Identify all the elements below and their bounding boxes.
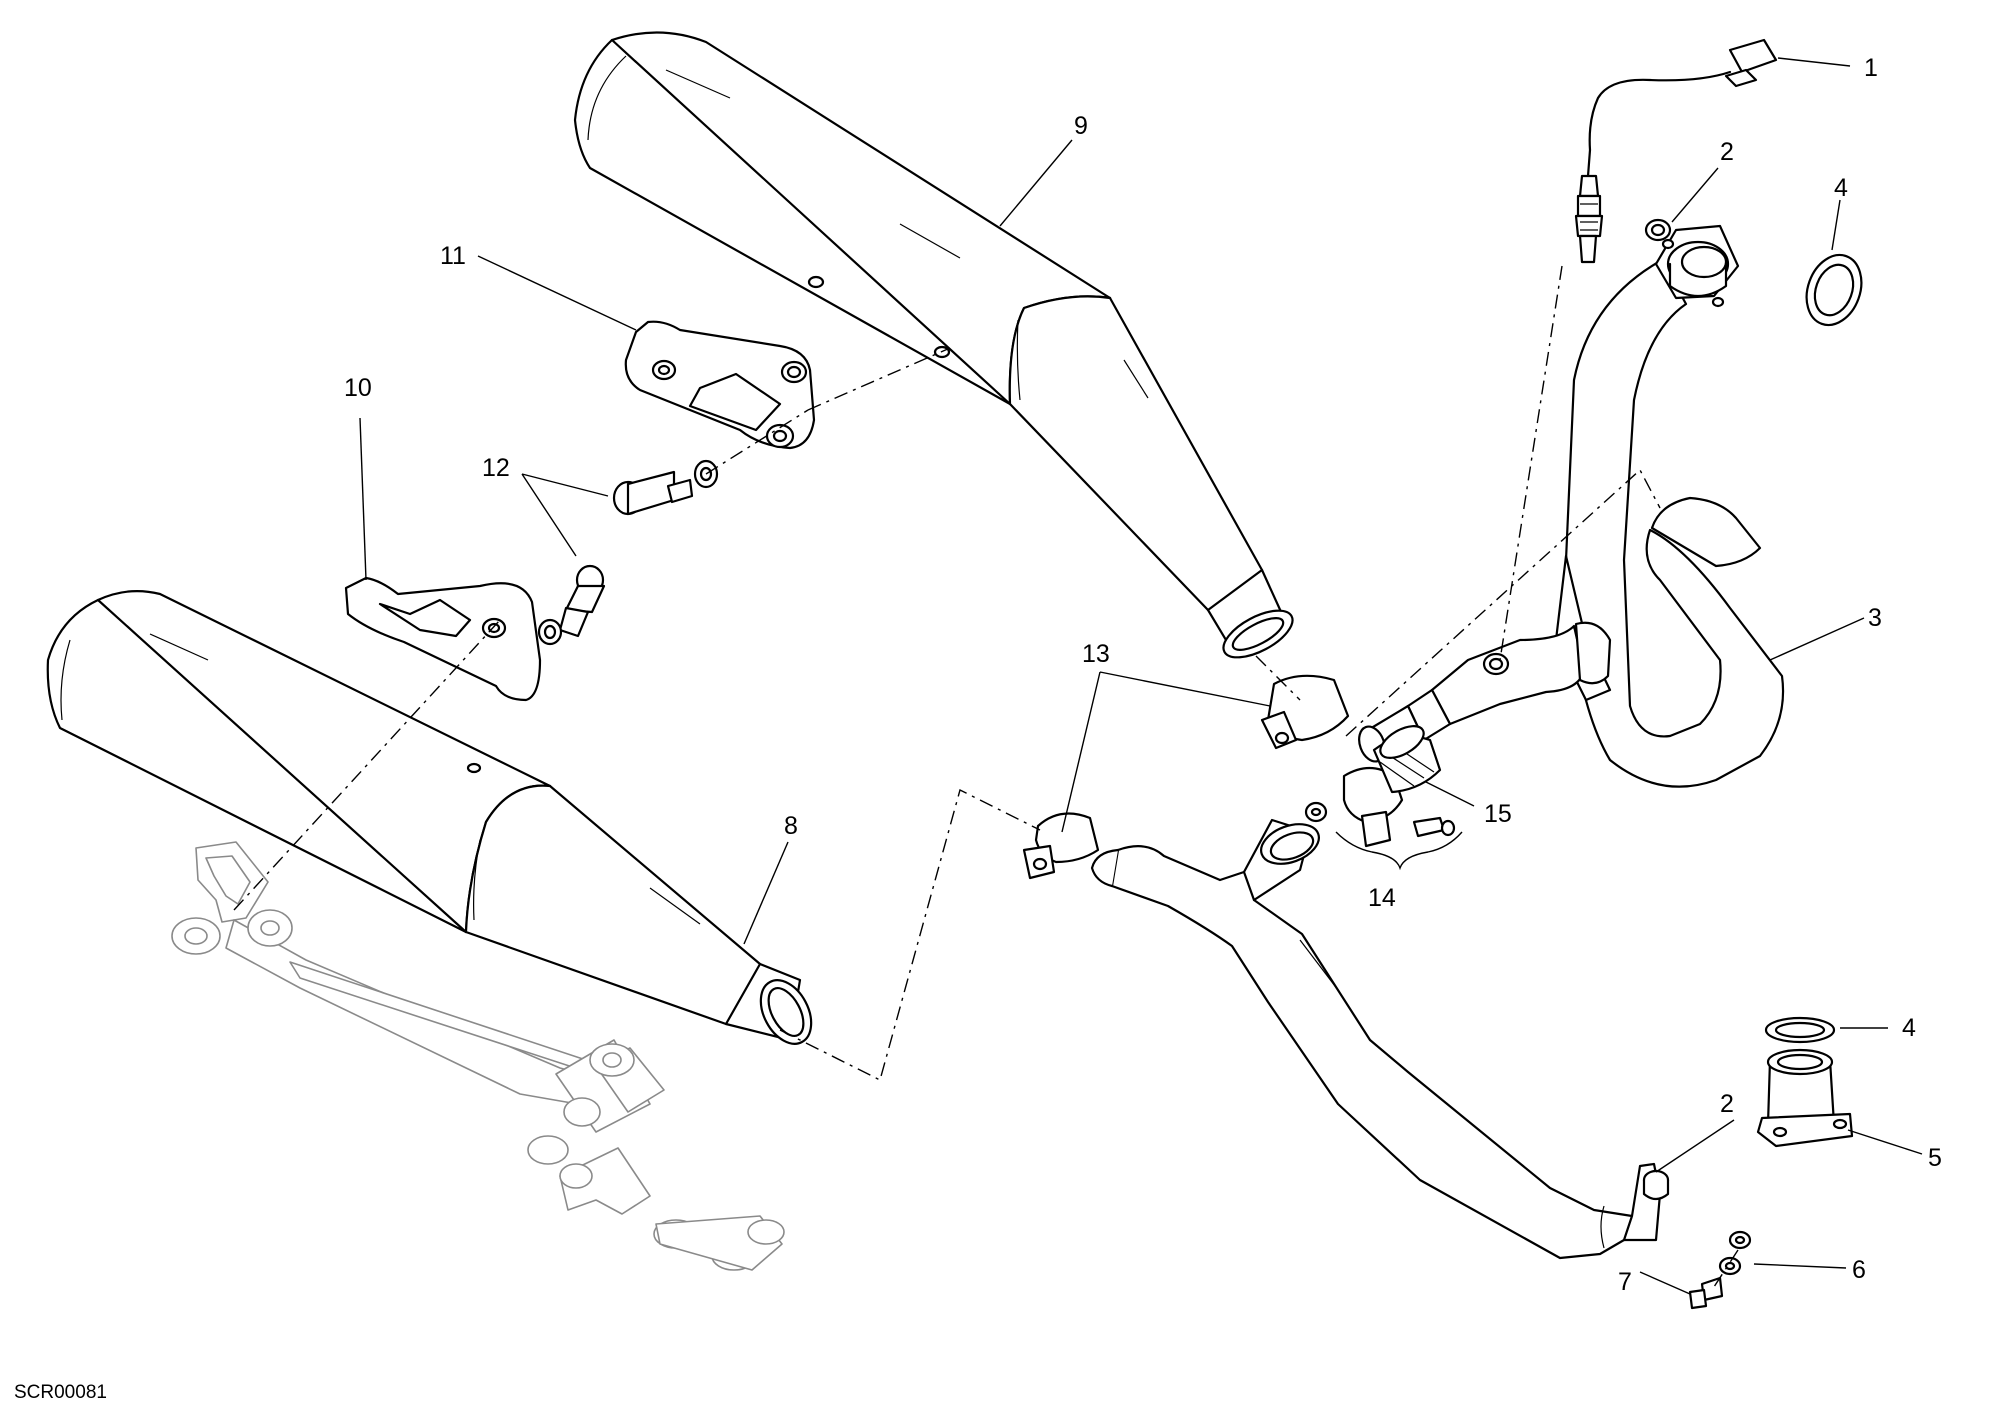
callout-2-upper: 2 <box>1720 138 1734 166</box>
drawing-code: SCR00081 <box>14 1382 107 1403</box>
exhaust-flange <box>1756 1048 1854 1148</box>
callout-3: 3 <box>1868 604 1882 632</box>
flange-nut-lower <box>1642 1169 1670 1201</box>
callout-7: 7 <box>1618 1268 1632 1296</box>
muffler-bracket-upper <box>624 320 816 450</box>
muffler-bracket-lower <box>344 576 542 702</box>
callout-4-lower: 4 <box>1902 1014 1916 1042</box>
washer <box>1718 1230 1752 1276</box>
callout-1: 1 <box>1864 54 1878 82</box>
exhaust-clamps <box>1022 674 1350 880</box>
gasket-lower <box>1764 1016 1836 1044</box>
gasket-upper <box>1805 253 1863 327</box>
oxygen-sensor <box>1574 38 1778 264</box>
header-pipe-upper <box>1358 224 1785 788</box>
callout-labels: 1 2 4 9 11 10 12 3 13 15 14 8 4 2 5 6 7 … <box>14 54 1942 1403</box>
bolt-washer-set <box>537 459 719 646</box>
callout-4-upper: 4 <box>1834 174 1848 202</box>
callout-2-lower: 2 <box>1720 1090 1734 1118</box>
callout-5: 5 <box>1928 1144 1942 1172</box>
callout-10: 10 <box>344 374 372 402</box>
header-pipe-lower <box>1090 818 1662 1260</box>
sealing-gasket <box>1372 725 1442 794</box>
muffler-upper <box>573 31 1294 659</box>
callout-15: 15 <box>1484 800 1512 828</box>
flange-nut-upper <box>1644 218 1672 242</box>
callout-12: 12 <box>482 454 510 482</box>
callout-13: 13 <box>1082 640 1110 668</box>
callout-leaders <box>359 57 1923 1295</box>
muffler-lower <box>46 590 813 1045</box>
footpeg-bracket-ghost <box>171 841 785 1271</box>
callout-6: 6 <box>1852 1256 1866 1284</box>
callout-11: 11 <box>440 242 466 270</box>
callout-14: 14 <box>1368 884 1396 912</box>
callout-9: 9 <box>1074 112 1088 140</box>
clamp-assembly <box>1304 766 1456 848</box>
assembly-centerlines <box>233 265 1739 1291</box>
callout-8: 8 <box>784 812 798 840</box>
